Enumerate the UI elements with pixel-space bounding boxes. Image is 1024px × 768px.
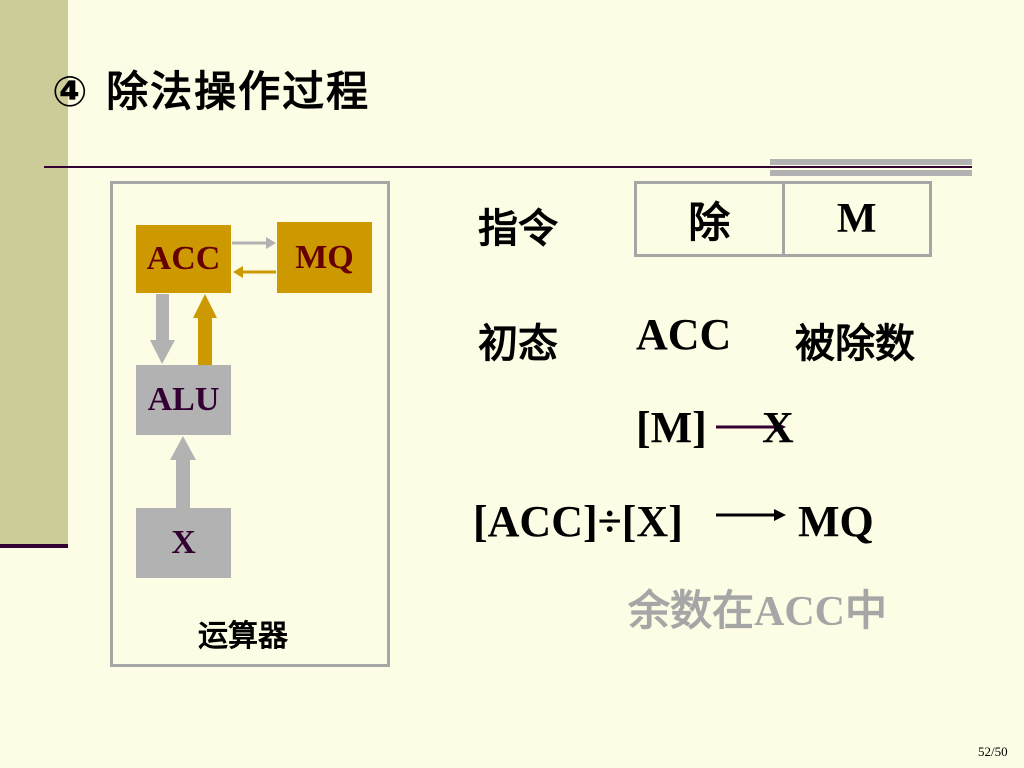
initial-state-value: 被除数 [795,321,915,367]
instruction-operand: M [836,196,877,242]
register-mq: MQ [277,222,372,293]
initial-state-label: 初态 [478,321,558,367]
division-expression: [ACC]÷[X] [473,497,683,546]
remainder-suffix: 中 [845,586,888,635]
remainder-prefix: 余数在 [628,586,755,635]
division-result-dest: MQ [798,497,874,546]
instruction-opcode: 除 [637,184,785,254]
register-alu: ALU [136,365,231,435]
side-accent-underline [0,544,68,548]
register-acc: ACC [136,225,231,293]
title-divider [44,166,972,168]
instruction-label: 指令 [478,206,558,252]
remainder-register: ACC [754,589,846,635]
title-divider-accent [770,159,972,177]
transfer-source: [M] [636,403,707,452]
instruction-format-table: 除 M [634,181,932,257]
page-number: 52/50 [978,744,1008,759]
arithmetic-unit-caption: 运算器 [198,619,288,654]
slide-title: ④ 除法操作过程 [52,67,371,116]
initial-state-register: ACC [636,310,732,359]
side-accent-bar [0,0,68,545]
arrow-quotient-to-mq [716,509,786,521]
transfer-dest: X [762,403,794,452]
remainder-note: 余数在ACC中 [628,577,887,638]
register-x: X [136,508,231,578]
arithmetic-unit-frame [110,181,390,667]
